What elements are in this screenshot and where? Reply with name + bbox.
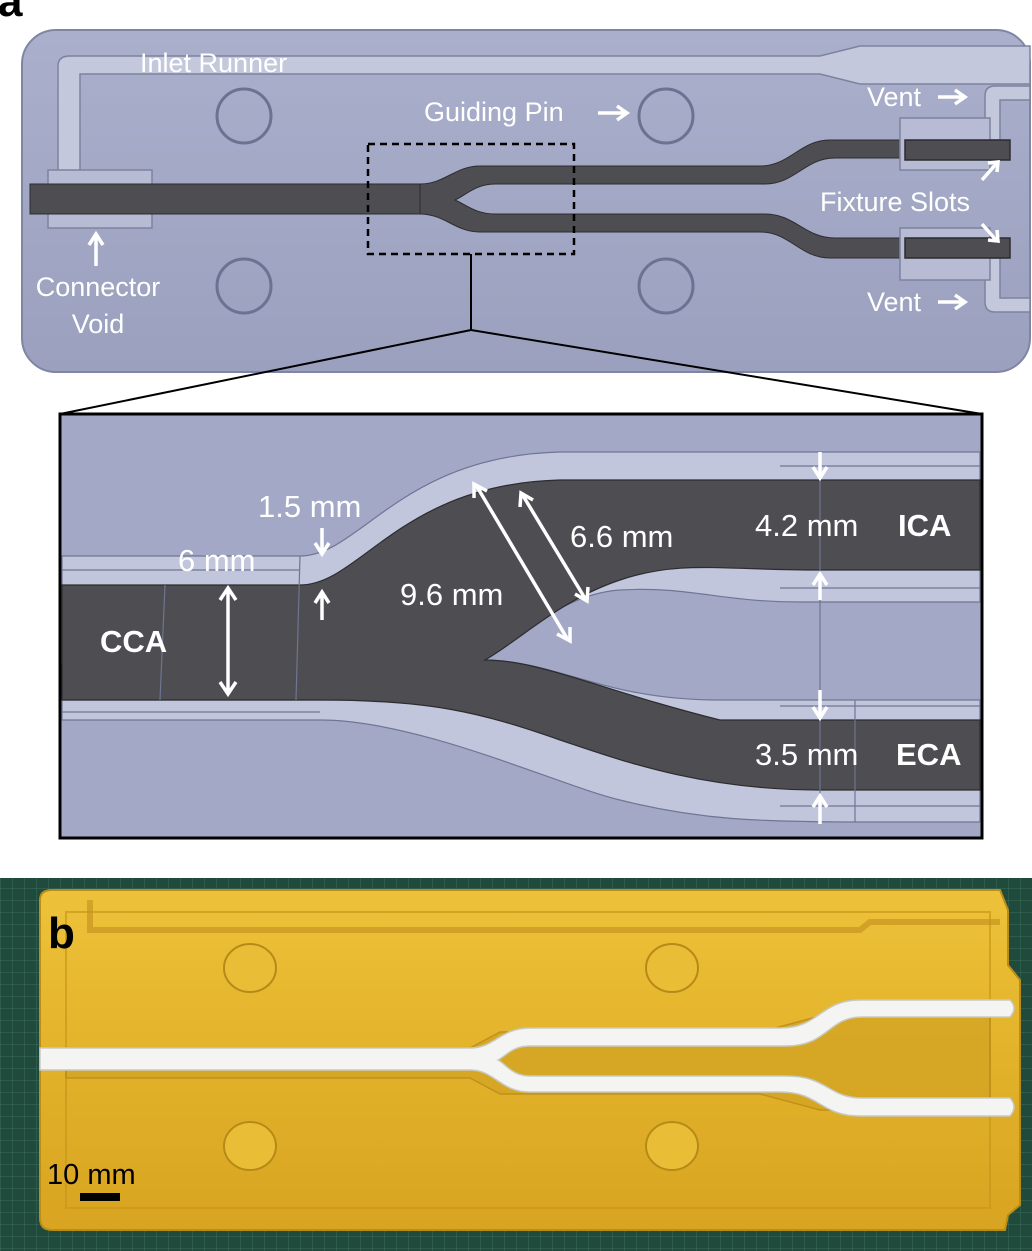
double-arrow-diagonal-icon [472,481,572,644]
arrow-down-icon [313,528,331,558]
fixture-slots-label: Fixture Slots [820,187,970,217]
guiding-pin [215,87,273,145]
arrow-up-icon [313,588,331,620]
ica-label: ICA [898,508,951,543]
zoom-annotations: 1.5 mm 6 mm CCA 9.6 mm 6.6 mm 4.2 mm ICA… [100,452,961,824]
arrow-right-icon [938,293,969,311]
void-label: Void [72,309,125,339]
mold-plate [21,29,1031,373]
arrow-up-icon [811,570,829,600]
panel-a-labels: Inlet Runner Guiding Pin Vent Fixture Sl… [36,48,1000,339]
arrow-right-icon [938,88,969,106]
panel-a-letter: a [0,0,23,26]
vent-top-label: Vent [867,82,922,112]
double-arrow-diagonal-icon [518,490,590,604]
printed-pin [645,943,699,993]
dim-9-6mm: 9.6 mm [400,577,503,612]
scale-bar [80,1193,120,1201]
vents [899,85,1031,313]
zoom-region-box [366,142,576,256]
guiding-pin [637,87,695,145]
inlet-runner-label: Inlet Runner [140,48,287,78]
arrow-up-icon [87,230,105,266]
dim-6mm: 6 mm [178,543,256,578]
arrow-down-right-icon [980,222,1000,243]
arrow-down-icon [811,452,829,482]
dim-1-5mm: 1.5 mm [258,489,361,524]
panel-b-photo [0,878,1032,1251]
arrow-down-icon [811,690,829,722]
printed-pin [223,1121,277,1171]
eca-label: ECA [896,737,961,772]
inlet-runner [57,45,1031,179]
vessel-channel [29,139,1011,259]
panel-b-letter: b [48,909,75,958]
guiding-pin-label: Guiding Pin [424,97,564,127]
zoom-panel [58,412,984,840]
double-arrow-vertical-icon [218,584,238,698]
printed-pin [223,943,277,993]
guiding-pin [215,257,273,315]
vessel-insert [39,999,1015,1117]
dim-3-5mm: 3.5 mm [755,737,858,772]
mold-top-view [21,29,1031,373]
scale-bar-label: 10 mm [47,1159,136,1191]
guiding-pins [215,87,695,315]
cca-label: CCA [100,624,167,659]
rim-lines [62,452,980,822]
dim-4-2mm: 4.2 mm [755,508,858,543]
printed-pin [645,1121,699,1171]
guiding-pin [637,257,695,315]
bifurcation-channel [61,479,981,791]
printed-pins [223,943,699,1171]
dim-6-6mm: 6.6 mm [570,519,673,554]
arrow-up-right-icon [980,160,1000,182]
vent-bottom-label: Vent [867,287,922,317]
arrow-up-icon [811,792,829,824]
arrow-right-icon [598,104,631,122]
zoom-connector [59,329,983,415]
connector-label: Connector [36,272,161,302]
